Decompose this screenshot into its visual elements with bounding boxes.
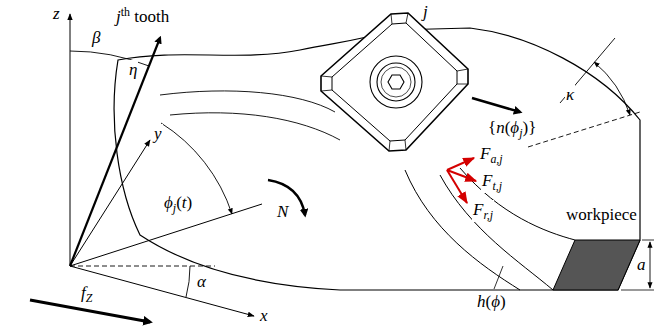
label-part: y bbox=[154, 124, 162, 143]
label-part: h bbox=[477, 292, 486, 311]
dimension-line bbox=[650, 242, 651, 288]
feed-label: fZ bbox=[80, 283, 93, 305]
force-label: Ft,j bbox=[481, 171, 503, 193]
label-part: ( bbox=[486, 292, 492, 311]
angle-label: α bbox=[196, 272, 207, 292]
reference-line bbox=[70, 266, 215, 267]
groove-edge bbox=[440, 175, 553, 290]
angle-label: κ bbox=[565, 85, 575, 105]
chip-section bbox=[553, 240, 640, 290]
angle-arc bbox=[594, 62, 630, 115]
force-arrow bbox=[447, 170, 467, 203]
force-arrow bbox=[447, 158, 474, 170]
angle-arc bbox=[186, 266, 190, 297]
label-part: r,j bbox=[483, 208, 493, 222]
insert-facet bbox=[457, 69, 468, 71]
insert-facet bbox=[321, 90, 332, 91]
surface-line bbox=[170, 113, 340, 140]
label-part: )} bbox=[522, 118, 536, 137]
workpiece-label: workpiece bbox=[565, 205, 638, 225]
label-part: ( bbox=[505, 118, 511, 137]
label-part: F bbox=[482, 171, 492, 190]
label-part: t bbox=[182, 193, 187, 212]
extension-line bbox=[621, 290, 654, 291]
axis-label: η bbox=[128, 60, 138, 80]
axis-label: x bbox=[259, 306, 269, 326]
label-part: ) bbox=[187, 193, 193, 212]
label-part: j bbox=[173, 201, 176, 215]
angle-arc bbox=[161, 123, 232, 214]
eta-axis bbox=[70, 38, 160, 266]
label-part: Z bbox=[86, 291, 93, 305]
label-part: t,j bbox=[492, 179, 502, 193]
label-part: z bbox=[53, 4, 60, 23]
reference-line bbox=[528, 112, 640, 147]
angle-label: ϕj(t) bbox=[163, 193, 193, 215]
leader-line bbox=[494, 266, 503, 289]
insert-facet bbox=[391, 14, 392, 24]
insert-facet bbox=[321, 76, 332, 77]
label-part: β bbox=[92, 28, 100, 47]
tooth-insert bbox=[321, 13, 468, 151]
tooth-label: jth tooth bbox=[115, 6, 170, 26]
label-part: η bbox=[129, 60, 137, 79]
x-axis bbox=[70, 266, 254, 316]
force-label: Fa,j bbox=[479, 144, 504, 166]
screw-hole bbox=[370, 56, 422, 108]
label-part: workpiece bbox=[566, 205, 637, 224]
label-part: ϕ bbox=[164, 193, 173, 212]
label-part: x bbox=[260, 306, 268, 325]
axis-label: z bbox=[52, 4, 61, 24]
thickness-label: h(ϕ) bbox=[476, 292, 507, 312]
depth-label: a bbox=[636, 255, 647, 275]
label-part: j bbox=[519, 126, 522, 140]
surface-line bbox=[160, 91, 335, 112]
label-part: ( bbox=[176, 193, 182, 212]
screw-head bbox=[381, 67, 411, 97]
tooth-index: j bbox=[422, 2, 429, 22]
force-label: Fr,j bbox=[472, 200, 494, 222]
insert-facet bbox=[332, 23, 457, 141]
screw-head bbox=[377, 63, 415, 101]
rotation-label: N bbox=[276, 202, 289, 222]
label-part: N bbox=[277, 202, 288, 221]
normal-arrow bbox=[472, 98, 520, 112]
label-part: F bbox=[480, 144, 490, 163]
label-part: κ bbox=[566, 85, 574, 104]
z-axis bbox=[70, 14, 71, 266]
label-part: F bbox=[473, 200, 483, 219]
vector-label: {n(ϕj)} bbox=[487, 118, 537, 140]
label-part: ϕ bbox=[491, 292, 500, 311]
axis-label: y bbox=[153, 124, 163, 144]
insert-facet bbox=[457, 84, 468, 85]
label-part: tooth bbox=[130, 7, 169, 26]
insert-facet bbox=[405, 140, 406, 150]
label-part: th bbox=[121, 5, 130, 19]
label-part: j bbox=[423, 2, 428, 21]
label-part: j bbox=[116, 7, 121, 26]
groove-edge bbox=[460, 168, 575, 240]
angle-label: β bbox=[91, 28, 101, 48]
label-part: { bbox=[488, 118, 496, 137]
label-part: ϕ bbox=[510, 118, 519, 137]
insert-facet bbox=[389, 141, 390, 151]
edge-line bbox=[560, 38, 615, 103]
label-part: n bbox=[496, 118, 505, 137]
hex-socket bbox=[388, 75, 404, 89]
label-part: f bbox=[81, 283, 86, 302]
groove-edge bbox=[405, 170, 520, 290]
label-part: a,j bbox=[490, 152, 502, 166]
insert-facet bbox=[406, 13, 408, 23]
label-part: a bbox=[637, 255, 646, 274]
label-part: ) bbox=[500, 292, 506, 311]
extension-line bbox=[642, 240, 654, 241]
label-part: α bbox=[197, 272, 206, 291]
y-axis bbox=[70, 140, 150, 266]
